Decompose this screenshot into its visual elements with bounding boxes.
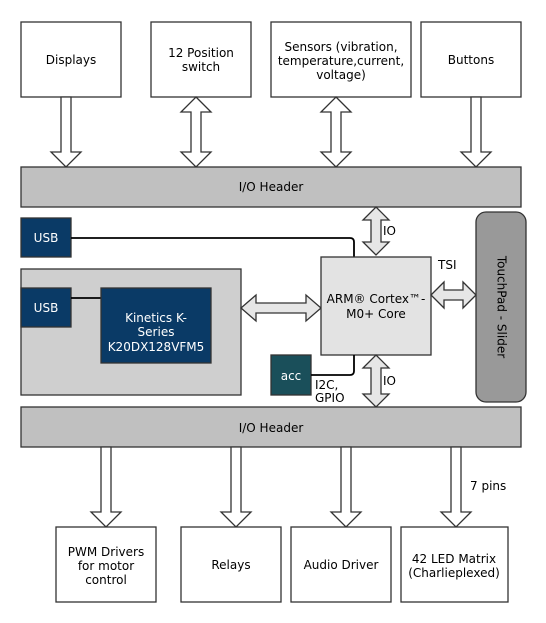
seven-pins-label: 7 pins bbox=[470, 479, 506, 493]
mcu-label-line3: K20DX128VFM5 bbox=[108, 340, 205, 354]
displays-down-arrow bbox=[49, 96, 83, 168]
buttons-down-arrow bbox=[459, 96, 493, 168]
usb-top-label: USB bbox=[34, 231, 59, 245]
led-label-line1: 42 LED Matrix bbox=[412, 552, 496, 566]
touchpad-slider-block: TouchPad - Slider bbox=[475, 211, 527, 403]
led-matrix-block: 42 LED Matrix (Charlieplexed) bbox=[400, 526, 509, 603]
io-header-top-label: I/O Header bbox=[239, 180, 304, 194]
displays-block: Displays bbox=[20, 21, 122, 98]
audio-down-arrow bbox=[329, 446, 363, 528]
tsi-bidirectional-arrow bbox=[430, 280, 477, 310]
relays-down-arrow bbox=[219, 446, 253, 528]
mcu-block: Kinetics K- Series K20DX128VFM5 bbox=[100, 287, 212, 364]
pwm-down-arrow bbox=[89, 446, 123, 528]
sensors-label-line3: voltage) bbox=[316, 68, 366, 82]
pwm-label-line2: for motor bbox=[78, 559, 134, 573]
io-header-top: I/O Header bbox=[20, 166, 522, 208]
pwm-label-line1: PWM Drivers bbox=[68, 545, 144, 559]
pwm-drivers-block: PWM Drivers for motor control bbox=[55, 526, 157, 603]
cpu-label-line1: ARM® Cortex™- bbox=[327, 292, 426, 306]
relays-label: Relays bbox=[211, 558, 250, 572]
switch-bidirectional-arrow bbox=[179, 96, 213, 168]
mcu-label-line1: Kinetics K- bbox=[125, 311, 187, 325]
io-header-bottom: I/O Header bbox=[20, 406, 522, 448]
mcu-label-line2: Series bbox=[138, 325, 175, 339]
usb-inner-block: USB bbox=[20, 287, 72, 328]
i2c-label-line2: GPIO bbox=[315, 391, 345, 405]
acc-label: acc bbox=[281, 369, 302, 383]
io-top-bidirectional-arrow bbox=[361, 206, 391, 256]
io-bottom-label: IO bbox=[383, 374, 396, 388]
tsi-label: TSI bbox=[437, 258, 457, 272]
mcu-cpu-bidirectional-arrow bbox=[240, 293, 322, 323]
sensors-label-line1: Sensors (vibration, bbox=[284, 40, 397, 54]
displays-label: Displays bbox=[46, 53, 96, 67]
led-down-arrow bbox=[439, 446, 473, 528]
cpu-block: ARM® Cortex™- M0+ Core bbox=[320, 256, 432, 356]
relays-block: Relays bbox=[180, 526, 282, 603]
switch-block: 12 Position switch bbox=[150, 21, 252, 98]
sensors-block: Sensors (vibration, temperature,current,… bbox=[270, 21, 412, 98]
sensors-label-line2: temperature,current, bbox=[278, 54, 404, 68]
switch-label-line2: switch bbox=[182, 60, 220, 74]
pwm-label-line3: control bbox=[85, 573, 127, 587]
audio-driver-block: Audio Driver bbox=[290, 526, 392, 603]
usb-inner-label: USB bbox=[34, 301, 59, 315]
io-top-label: IO bbox=[383, 224, 396, 238]
acc-block: acc bbox=[270, 354, 312, 396]
usb-to-cpu-wire bbox=[71, 237, 355, 257]
buttons-label: Buttons bbox=[448, 53, 494, 67]
acc-to-cpu-wire bbox=[311, 355, 355, 376]
usb-top-block: USB bbox=[20, 217, 72, 258]
audio-label: Audio Driver bbox=[304, 558, 379, 572]
touchpad-label: TouchPad - Slider bbox=[495, 255, 509, 358]
cpu-label-line2: M0+ Core bbox=[346, 307, 406, 321]
led-label-line2: (Charlieplexed) bbox=[408, 566, 500, 580]
sensors-bidirectional-arrow bbox=[319, 96, 353, 168]
io-header-bottom-label: I/O Header bbox=[239, 421, 304, 435]
buttons-block: Buttons bbox=[420, 21, 522, 98]
i2c-label-line1: I2C, bbox=[315, 378, 338, 392]
switch-label-line1: 12 Position bbox=[168, 46, 234, 60]
